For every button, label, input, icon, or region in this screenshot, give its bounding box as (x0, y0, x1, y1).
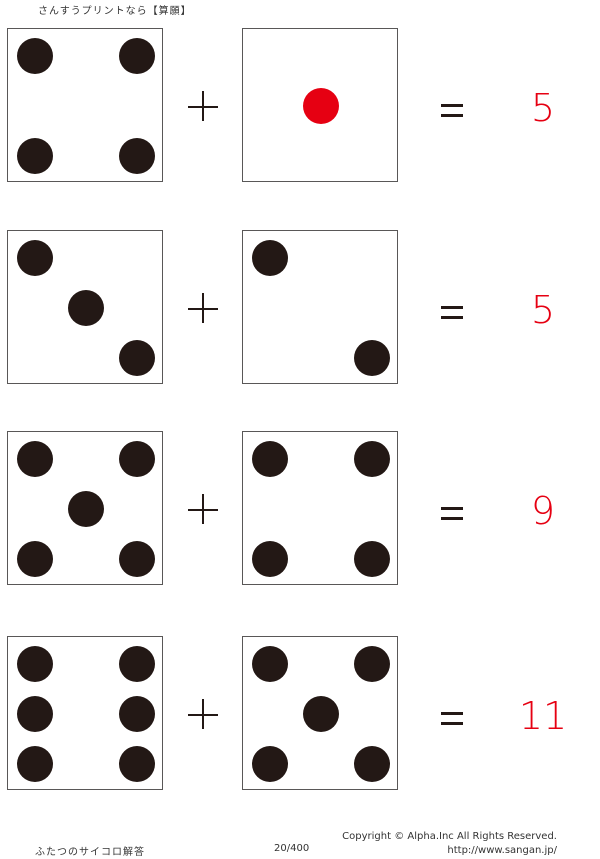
problem-row: 11 (0, 636, 600, 794)
right-die (242, 28, 398, 182)
plus-icon (188, 699, 220, 731)
left-die (7, 28, 163, 182)
die-pip-icon (118, 541, 155, 578)
die-pip-icon (118, 696, 155, 732)
answer-value: 11 (518, 694, 568, 738)
die-pip-icon (353, 340, 390, 377)
die-pip-icon (17, 138, 54, 175)
page-number: 20/400 (274, 843, 310, 854)
die-pip-icon (353, 645, 390, 682)
copyright-block: Copyright © Alpha.Inc All Rights Reserve… (342, 830, 557, 858)
problem-row: 5 (0, 28, 600, 186)
die-pip-icon (17, 37, 54, 74)
die-pip-icon (118, 340, 155, 377)
plus-icon (188, 494, 220, 526)
die-pip-icon (303, 88, 339, 124)
die-pip-icon (118, 37, 155, 74)
die-pip-icon (353, 440, 390, 477)
answer-value: 5 (530, 86, 556, 130)
worksheet-name: ふたつのサイコロ解答 (35, 847, 145, 858)
die-pip-icon (17, 239, 54, 276)
die-pip-icon (353, 541, 390, 578)
answer-value: 9 (530, 489, 556, 533)
die-pip-icon (68, 290, 104, 326)
die-pip-icon (17, 440, 54, 477)
answer-value: 5 (530, 288, 556, 332)
site-url[interactable]: http://www.sangan.jp/ (447, 845, 557, 856)
right-die (242, 431, 398, 585)
equals-icon (441, 306, 463, 320)
equals-icon (441, 507, 463, 521)
plus-icon (188, 293, 220, 325)
copyright-text: Copyright © Alpha.Inc All Rights Reserve… (342, 831, 557, 842)
problem-row: 9 (0, 431, 600, 589)
left-die (7, 431, 163, 585)
die-pip-icon (118, 645, 155, 682)
die-pip-icon (17, 746, 54, 783)
plus-icon (188, 91, 220, 123)
equals-icon (441, 104, 463, 118)
right-die (242, 230, 398, 384)
die-pip-icon (303, 696, 339, 732)
die-pip-icon (68, 491, 104, 527)
problem-row: 5 (0, 230, 600, 388)
die-pip-icon (252, 645, 289, 682)
die-pip-icon (353, 746, 390, 783)
right-die (242, 636, 398, 790)
left-die (7, 230, 163, 384)
die-pip-icon (118, 440, 155, 477)
left-die (7, 636, 163, 790)
equals-icon (441, 712, 463, 726)
die-pip-icon (118, 746, 155, 783)
die-pip-icon (17, 645, 54, 682)
die-pip-icon (252, 541, 289, 578)
die-pip-icon (252, 746, 289, 783)
page-header-title: さんすうプリントなら【算願】 (38, 6, 192, 17)
die-pip-icon (118, 138, 155, 175)
die-pip-icon (17, 696, 54, 732)
die-pip-icon (252, 440, 289, 477)
die-pip-icon (17, 541, 54, 578)
die-pip-icon (252, 239, 289, 276)
